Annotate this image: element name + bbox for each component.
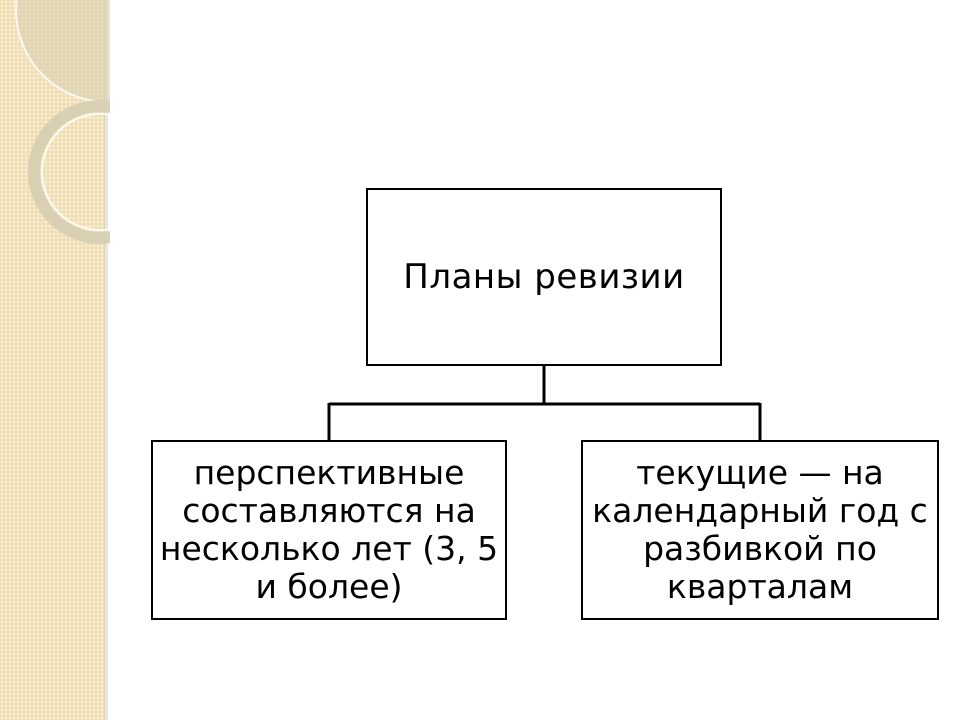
child-node-current: текущие — на календарный год с разбивкой…: [581, 440, 939, 620]
root-node: Планы ревизии: [366, 188, 722, 366]
decorative-ring-inner-outline: [41, 113, 110, 231]
child-node-long-term: перспективные составляются на несколько …: [151, 440, 507, 620]
side-band-edge: [104, 0, 108, 720]
root-node-label: Планы ревизии: [403, 257, 685, 297]
decorative-circle-large: [16, 0, 110, 102]
decorative-circles: [15, 0, 110, 244]
child-node-current-label: текущие — на календарный год с разбивкой…: [592, 453, 928, 606]
child-node-long-term-label: перспективные составляются на несколько …: [159, 453, 499, 606]
decorative-ring: [28, 100, 110, 244]
